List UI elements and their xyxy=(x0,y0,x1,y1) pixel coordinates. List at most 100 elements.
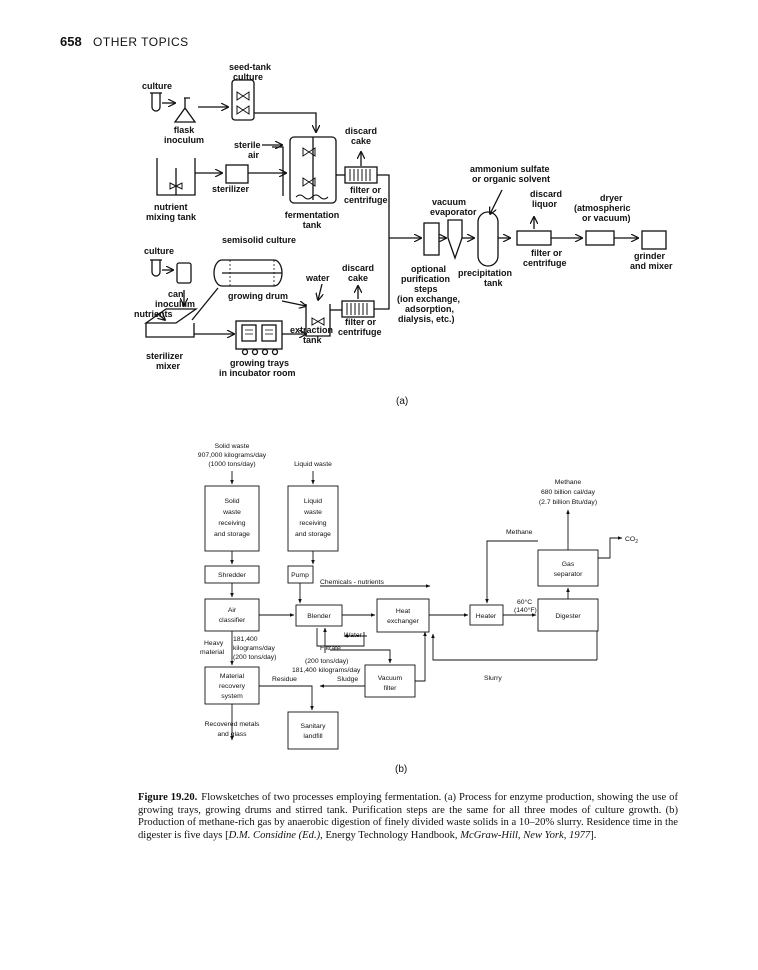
blender-label: Blender xyxy=(307,613,331,620)
discard-cake-1-l1: discard xyxy=(345,126,377,136)
discard-cake-1-l2: cake xyxy=(351,136,371,146)
material-rec-2: recovery xyxy=(219,683,246,690)
sludge-flow-2: 181,400 kilograms/day xyxy=(292,667,361,674)
test-tube-icon xyxy=(151,93,161,112)
fermentation-label-2: tank xyxy=(303,220,323,230)
flask-icon xyxy=(173,97,197,123)
nutrient-label-1: nutrient xyxy=(154,202,188,212)
vacuum-filter-2: filter xyxy=(384,685,398,692)
digester-label: Digester xyxy=(555,613,581,620)
liquid-box-4: and storage xyxy=(295,531,331,538)
semisolid-label: semisolid culture xyxy=(222,235,296,245)
liquid-waste-in: Liquid waste xyxy=(294,461,332,468)
solid-waste-in-1: Solid waste xyxy=(215,443,250,450)
nutrients-label: nutrients xyxy=(134,309,173,319)
gas-sep-2: separator xyxy=(554,571,583,578)
heavy-2: material xyxy=(200,649,225,656)
slurry-label: Slurry xyxy=(484,675,502,682)
solid-waste-in-2: 907,000 kilograms/day xyxy=(198,452,267,459)
trays-label-1: growing trays xyxy=(230,358,289,368)
sterilizer-icon xyxy=(225,164,249,184)
methane-out-2: 680 billion cal/day xyxy=(541,489,596,496)
optional-label-5: adsorption, xyxy=(405,304,454,314)
caption-citation-publisher: McGraw-Hill, New York, 1977 xyxy=(460,829,591,841)
growing-trays-icon xyxy=(235,320,283,350)
growing-drum-label: growing drum xyxy=(228,291,288,301)
figure-b-labels: Solid waste 907,000 kilograms/day (1000 … xyxy=(198,443,638,775)
figure-a-labels: culture seed-tank culture flask inoculum… xyxy=(134,62,673,407)
sanitary-landfill-box xyxy=(287,711,339,750)
residue-label: Residue xyxy=(272,676,297,683)
flask-label-2: inoculum xyxy=(164,135,204,145)
flask-label-1: flask xyxy=(174,125,196,135)
sterile-air-label-1: sterile xyxy=(234,140,261,150)
material-rec-3: system xyxy=(221,693,243,700)
extraction-label-2: tank xyxy=(303,335,323,345)
methane-line: Methane xyxy=(506,529,533,536)
vacuum-label-1: vacuum xyxy=(432,197,466,207)
chemicals-label: Chemicals - nutrients xyxy=(320,579,384,586)
filtrate-label: Filtrate xyxy=(320,645,341,652)
water-label: water xyxy=(305,273,330,283)
liquid-box-3: receiving xyxy=(299,520,326,527)
can-icon xyxy=(176,262,192,284)
culture-label: culture xyxy=(142,81,172,91)
liquid-waste-box xyxy=(287,485,339,552)
heavy-1: Heavy xyxy=(204,640,224,647)
sludge-flow-1: (200 tons/day) xyxy=(305,658,348,665)
page-number: 658 xyxy=(60,34,82,49)
dryer-label-2: (atmospheric xyxy=(574,203,631,213)
precip-label-1: precipitation xyxy=(458,268,512,278)
optional-label-3: steps xyxy=(414,284,438,294)
vacuum-label-2: evaporator xyxy=(430,207,477,217)
air-classifier-1: Air xyxy=(228,607,237,614)
optional-label-6: dialysis, etc.) xyxy=(398,314,455,324)
caption-citation-editor: D.M. Considine (Ed.) xyxy=(228,829,321,841)
methane-out-3: (2.7 billion Btu/day) xyxy=(539,499,597,506)
section-title: OTHER TOPICS xyxy=(93,35,189,49)
solid-waste-in-3: (1000 tons/day) xyxy=(208,461,255,468)
precip-label-2: tank xyxy=(484,278,504,288)
air-classifier-2: classifier xyxy=(219,617,246,624)
grinder-label-2: and mixer xyxy=(630,261,673,271)
methane-out-1: Methane xyxy=(555,479,582,486)
grinder-label-1: grinder xyxy=(634,251,666,261)
vacuum-evaporator-icon xyxy=(447,219,463,260)
dryer-label-1: dryer xyxy=(600,193,623,203)
heat-ex-1: Heat xyxy=(396,608,410,615)
extraction-tank-icon xyxy=(305,304,331,337)
solid-box-3: receiving xyxy=(218,520,245,527)
discard-liquor-l2: liquor xyxy=(532,199,557,209)
material-rec-1: Material xyxy=(220,673,245,680)
ammonium-label-2: or organic solvent xyxy=(472,174,550,184)
filter2-label-2: centrifuge xyxy=(338,327,382,337)
liquid-box-2: waste xyxy=(303,509,322,516)
pump-box xyxy=(287,565,314,584)
grinder-mixer-icon xyxy=(641,230,667,250)
filter3-label-2: centrifuge xyxy=(523,258,567,268)
shredder-label: Shredder xyxy=(218,572,247,579)
filter3-label-1: filter or xyxy=(531,248,563,258)
optional-label-4: (ion exchange, xyxy=(397,294,460,304)
caption-text-1: Flowsketches of two processes employing … xyxy=(138,792,678,841)
caption-label: Figure 19.20. xyxy=(138,792,198,803)
optional-label-1: optional xyxy=(411,264,446,274)
figure-caption: Figure 19.20.Flowsketches of two process… xyxy=(138,792,678,842)
extraction-label-1: extraction xyxy=(290,325,333,335)
recovered-1: Recovered metals xyxy=(205,721,260,728)
sterilizer-label: sterilizer xyxy=(212,184,250,194)
heater-label: Heater xyxy=(476,613,497,620)
precipitation-tank-icon xyxy=(477,211,499,267)
caption-text-2: , Energy Technology Handbook, xyxy=(320,829,461,841)
blender-box xyxy=(295,604,343,627)
caption-text-3: ]. xyxy=(590,829,597,841)
heavy-flow-3: (200 tons/day) xyxy=(233,654,276,661)
filter1-label-2: centrifuge xyxy=(344,195,388,205)
solid-box-4: and storage xyxy=(214,531,250,538)
water-label-b: Water xyxy=(344,632,363,639)
discard-cake-2-l2: cake xyxy=(348,273,368,283)
recovered-2: and glass xyxy=(217,731,247,738)
gas-separator-box xyxy=(537,549,599,587)
landfill-2: landfill xyxy=(303,733,323,740)
page-header: 658 OTHER TOPICS xyxy=(60,34,189,49)
